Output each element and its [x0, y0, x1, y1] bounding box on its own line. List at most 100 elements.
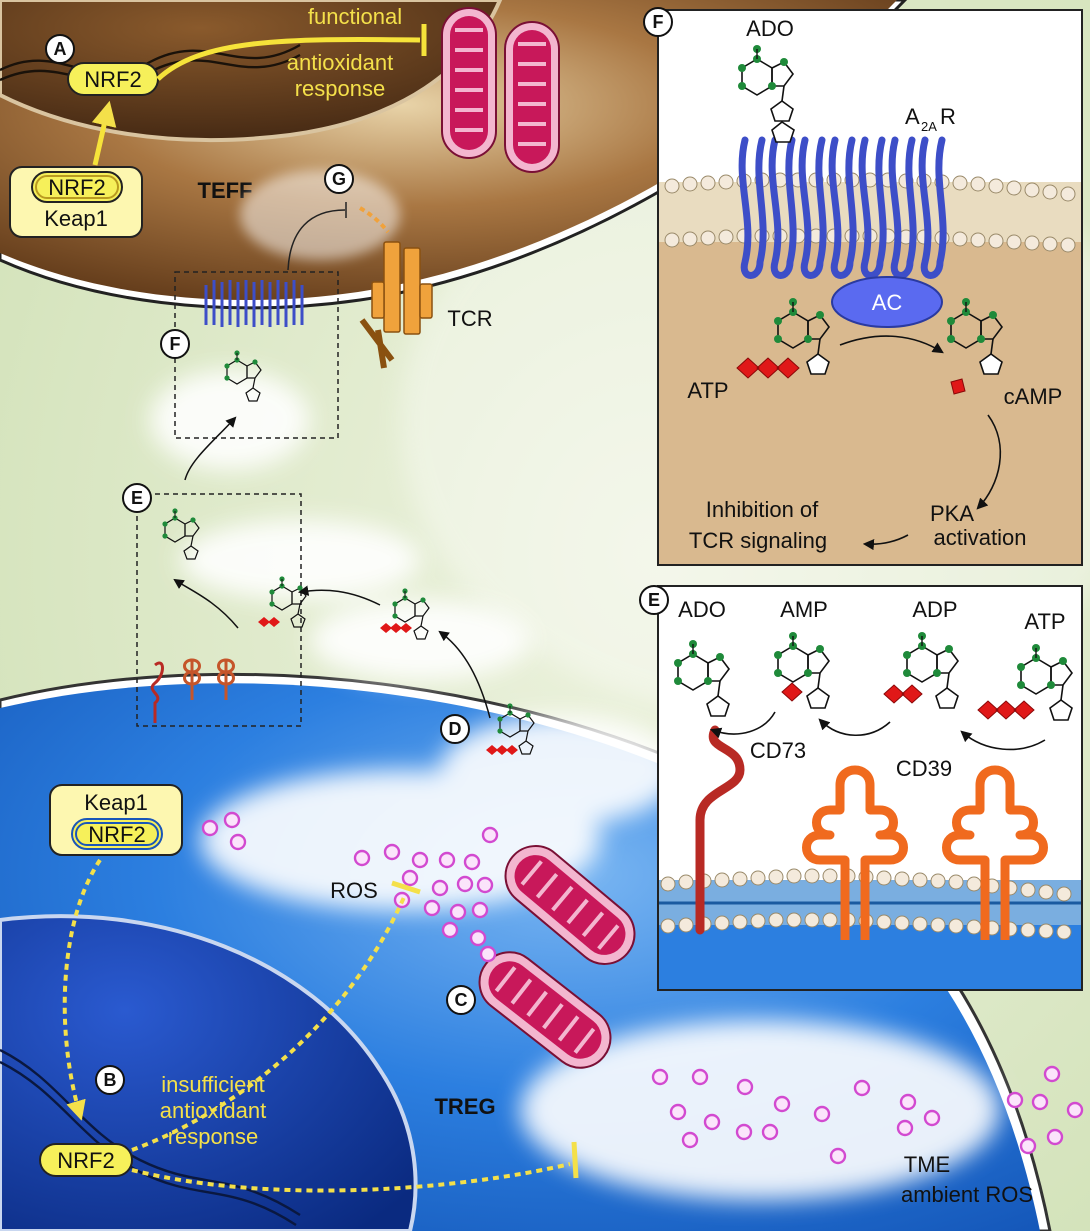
functional-response-label: functional antioxidant response: [287, 4, 402, 101]
step-f-marker: F: [160, 329, 190, 359]
tcr-label: TCR: [447, 306, 492, 331]
svg-text:F: F: [170, 334, 181, 354]
svg-text:B: B: [104, 1070, 117, 1090]
teff-keap1-label: Keap1: [44, 206, 108, 231]
pka-activation-label: PKA activation: [930, 501, 1026, 550]
svg-text:F: F: [653, 12, 664, 32]
tme-label-line2: ambient ROS: [901, 1182, 1033, 1207]
inset-e-atp: [977, 643, 1073, 721]
f-focus-box: [174, 271, 339, 439]
cd39-label: CD39: [896, 756, 952, 781]
step-g-marker: G: [324, 164, 354, 194]
camp-label: cAMP: [1004, 384, 1063, 409]
ac-label: AC: [872, 290, 903, 315]
cd73-enzyme: [695, 725, 745, 935]
svg-text:response: response: [168, 1124, 259, 1149]
svg-text:C: C: [455, 990, 468, 1010]
treg-keap1-label: Keap1: [84, 790, 148, 815]
step-d-marker: D: [440, 714, 470, 744]
tcr-complex: [359, 241, 433, 369]
svg-text:D: D: [449, 719, 462, 739]
inset-f-ado-label: ADO: [746, 16, 794, 41]
svg-text:functional: functional: [308, 4, 402, 29]
svg-text:E: E: [131, 488, 143, 508]
atp-to-adp-arrow: [960, 730, 1046, 751]
inset-e-amp: [773, 631, 830, 709]
atp-molecule-small: [486, 702, 535, 755]
a2ar-small: [204, 280, 304, 327]
step-c-marker: C: [446, 985, 476, 1015]
tcr-dashed-signal: [358, 206, 390, 234]
step-e-marker: E: [122, 483, 152, 513]
treg-nrf2-complex-label: NRF2: [88, 822, 145, 847]
inset-e-marker: E: [639, 585, 669, 615]
cd39-cd73-small: [150, 658, 235, 723]
inset-e-adp-label: ADP: [912, 597, 957, 622]
arrow-atp-to-adp: [438, 630, 491, 719]
ros-cloud: [150, 370, 1000, 1200]
teff-mitochondrion-2: [504, 21, 560, 173]
svg-text:response: response: [295, 76, 386, 101]
camp-molecule: [946, 297, 1003, 395]
inset-e-membrane: [659, 868, 1081, 940]
treg-nrf2-node: NRF2: [39, 1143, 133, 1177]
arrow-adp-to-amp: [297, 585, 381, 606]
adp-molecule-small: [380, 587, 430, 640]
inset-e-atp-label: ATP: [1024, 609, 1065, 634]
a2ar-receptor: [738, 136, 947, 279]
tme-label-line1: TME: [904, 1152, 950, 1177]
teff-label: TEFF: [198, 178, 253, 203]
teff-nrf2-node: NRF2: [67, 62, 159, 96]
svg-text:Inhibition of: Inhibition of: [706, 497, 819, 522]
a2ar-label: A 2A R: [905, 104, 956, 134]
svg-text:R: R: [940, 104, 956, 129]
inset-f-atp-label: ATP: [687, 378, 728, 403]
teff-mitochondrion-1: [441, 7, 497, 159]
inset-e-amp-label: AMP: [780, 597, 828, 622]
step-a-marker: A: [45, 34, 75, 64]
teff-dna: [0, 43, 301, 75]
teff-nrf2-complex-label: NRF2: [48, 175, 105, 200]
cd39-enzyme-2: [942, 765, 1048, 940]
treg-nrf2-label: NRF2: [57, 1148, 114, 1173]
inset-f-marker: F: [643, 7, 673, 37]
svg-text:PKA: PKA: [930, 501, 974, 526]
amp-molecule-small: [258, 575, 307, 628]
tcr-inhibition-label: Inhibition of TCR signaling: [689, 497, 827, 553]
teff-nrf2-label: NRF2: [84, 67, 141, 92]
svg-text:2A: 2A: [921, 119, 937, 134]
ado-molecule-inset-f: [737, 44, 795, 143]
atp-to-camp-arrow: [839, 335, 944, 354]
adp-to-amp-arrow: [818, 718, 891, 737]
g-inhibition-line: [287, 209, 346, 271]
svg-text:A: A: [905, 104, 920, 129]
treg-label: TREG: [434, 1094, 495, 1119]
inset-e-adp: [883, 631, 959, 709]
svg-text:antioxidant: antioxidant: [160, 1098, 266, 1123]
nrf2-release-arrow: [91, 100, 117, 166]
svg-text:A: A: [54, 39, 67, 59]
camp-to-pka-arrow: [976, 414, 1002, 510]
step-b-marker: B: [95, 1065, 125, 1095]
inset-e-panel: CD73 CD39 ADO AMP ADP ATP E: [639, 585, 1083, 991]
treg-mitochondrion-2: [478, 951, 612, 1069]
insufficient-response-label: insufficient antioxidant response: [160, 1072, 266, 1149]
amp-to-ado-arrow: [709, 711, 776, 739]
svg-text:TCR signaling: TCR signaling: [689, 528, 827, 553]
treg-mitochondrion-1: [504, 845, 636, 965]
inset-e-ado-label: ADO: [678, 597, 726, 622]
svg-text:G: G: [332, 169, 346, 189]
cd73-label: CD73: [750, 738, 806, 763]
insufficient-response-to-tme: [131, 1162, 571, 1193]
insufficient-response-to-mito: [131, 894, 407, 1152]
svg-text:antioxidant: antioxidant: [287, 50, 393, 75]
pka-to-inhibition-arrow: [862, 534, 909, 551]
ros-label: ROS: [330, 878, 378, 903]
atp-molecule-inset-f: [736, 297, 830, 379]
svg-text:insufficient: insufficient: [161, 1072, 265, 1097]
adenylyl-cyclase: AC: [831, 276, 943, 328]
svg-text:E: E: [648, 590, 660, 610]
nrf2-translocation-arrow: [62, 858, 102, 1121]
